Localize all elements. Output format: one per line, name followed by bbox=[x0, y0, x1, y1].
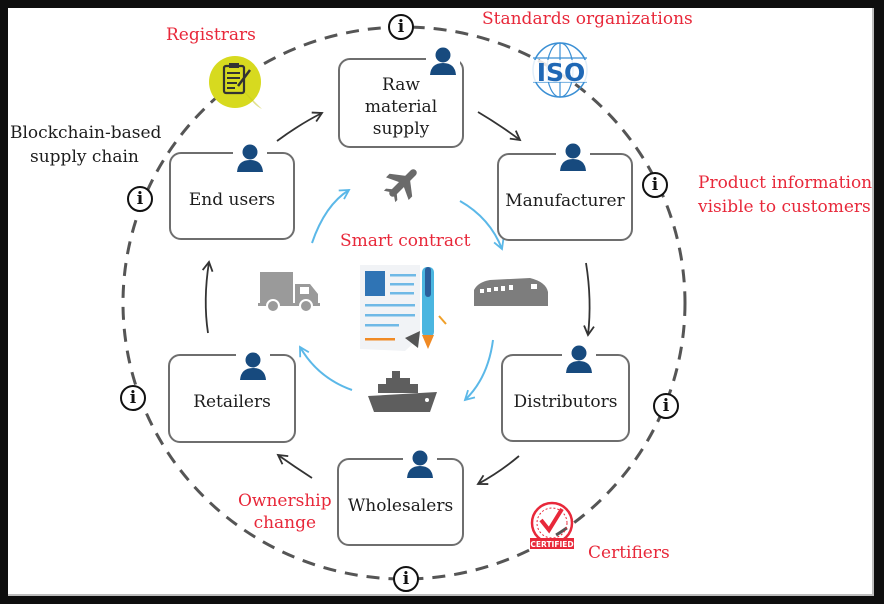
node-label: Manufacturer bbox=[505, 190, 625, 211]
blockchain-supply-chain-title: Blockchain-based supply chain bbox=[10, 122, 161, 170]
product-information-label: Product information visible to customers bbox=[698, 172, 872, 220]
blue-arrow-1 bbox=[311, 189, 351, 244]
person-icon bbox=[233, 143, 267, 177]
info-glyph: i bbox=[651, 175, 659, 195]
info-icon-left-lower[interactable]: i bbox=[120, 385, 146, 411]
person-icon bbox=[236, 351, 270, 385]
node-label: Retailers bbox=[193, 392, 271, 413]
person-icon bbox=[403, 449, 437, 483]
arrow-wholesalers-to-retailers bbox=[276, 453, 313, 479]
info-icon-right-upper[interactable]: i bbox=[642, 172, 668, 198]
info-icon-bottom[interactable]: i bbox=[393, 566, 419, 592]
label-line: supply chain bbox=[30, 146, 139, 167]
arrow-manufacturer-to-distributors bbox=[583, 262, 595, 337]
node-label: Wholesalers bbox=[347, 495, 454, 516]
smart-contract-label: Smart contract bbox=[340, 231, 471, 251]
person-icon bbox=[562, 344, 596, 378]
arrow-retailers-to-endusers bbox=[201, 260, 214, 334]
info-glyph: i bbox=[136, 189, 144, 209]
iso-logo-icon: ISO bbox=[528, 42, 593, 98]
node-distributors[interactable]: Distributors bbox=[501, 354, 630, 442]
standards-organizations-label: Standards organizations bbox=[482, 9, 693, 29]
truck-icon bbox=[258, 272, 320, 313]
train-icon bbox=[474, 278, 548, 306]
node-label: Raw material supply bbox=[365, 66, 437, 140]
iso-logo-text: ISO bbox=[537, 58, 586, 87]
arrow-distributors-to-wholesalers bbox=[476, 455, 520, 485]
arrow-raw-to-manufacturer bbox=[477, 111, 522, 142]
node-label: Distributors bbox=[513, 391, 618, 412]
ownership-change-label: Ownership change bbox=[238, 490, 332, 534]
label-line: visible to customers bbox=[698, 196, 871, 217]
registrars-label: Registrars bbox=[166, 25, 256, 45]
info-glyph: i bbox=[662, 396, 670, 416]
airplane-icon bbox=[383, 169, 417, 203]
arrow-endusers-to-raw bbox=[276, 111, 324, 142]
info-icon-top[interactable]: i bbox=[388, 14, 414, 40]
person-icon bbox=[556, 142, 590, 176]
info-glyph: i bbox=[402, 569, 410, 589]
ship-icon bbox=[368, 371, 437, 412]
node-label-line: material bbox=[364, 96, 438, 117]
blue-arrow-2 bbox=[459, 200, 505, 251]
label-line: change bbox=[253, 513, 317, 534]
node-wholesalers[interactable]: Wholesalers bbox=[337, 458, 464, 546]
node-label: End users bbox=[188, 189, 276, 210]
label-line: Product information bbox=[698, 173, 873, 193]
blue-arrow-4 bbox=[299, 345, 353, 391]
label-line: Ownership bbox=[238, 491, 332, 511]
smart-contract-document-icon bbox=[360, 265, 447, 351]
registrar-clipboard-icon bbox=[209, 56, 262, 109]
node-label-line: supply bbox=[372, 119, 430, 140]
node-raw-material-supply[interactable]: Raw material supply bbox=[338, 58, 464, 148]
node-end-users[interactable]: End users bbox=[169, 152, 295, 240]
certified-stamp-icon: CERTIFIED bbox=[530, 501, 574, 549]
info-icon-right-lower[interactable]: i bbox=[653, 393, 679, 419]
certifiers-label: Certifiers bbox=[588, 543, 670, 563]
node-retailers[interactable]: Retailers bbox=[168, 354, 296, 443]
label-line: Blockchain-based bbox=[10, 123, 162, 143]
info-glyph: i bbox=[397, 17, 405, 37]
info-glyph: i bbox=[129, 388, 137, 408]
blockchain-ring bbox=[121, 25, 687, 581]
person-icon bbox=[426, 46, 460, 80]
blue-arrow-3 bbox=[463, 339, 494, 402]
node-label-line: Raw bbox=[382, 74, 420, 95]
certified-stamp-text: CERTIFIED bbox=[530, 540, 573, 549]
info-icon-left-upper[interactable]: i bbox=[127, 186, 153, 212]
